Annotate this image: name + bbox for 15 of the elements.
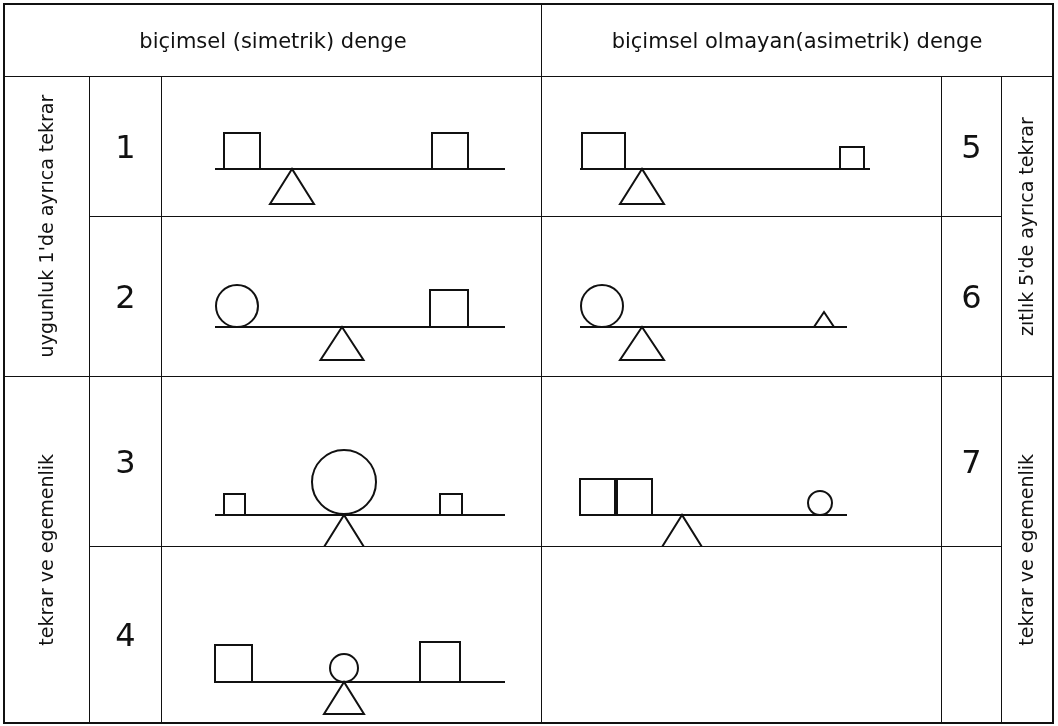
row-number: 3 bbox=[115, 442, 136, 481]
row-number: 4 bbox=[115, 615, 136, 654]
row-group-label: tekrar ve egemenlik bbox=[37, 453, 57, 646]
row-number: 2 bbox=[115, 277, 136, 316]
row-group-label: tekrar ve egemenlik bbox=[1017, 453, 1037, 646]
row-group-label: 1'de ayrıca tekrar bbox=[37, 95, 57, 264]
row-number: 5 bbox=[961, 127, 982, 166]
row-group-label: zıtlık bbox=[1017, 291, 1037, 336]
row-number: 6 bbox=[961, 277, 982, 316]
row-number: 7 bbox=[961, 442, 982, 481]
row-group-label: uygunluk bbox=[37, 269, 57, 358]
row-group-label: 5'de ayrıca tekrar bbox=[1017, 117, 1037, 286]
row-number: 1 bbox=[115, 127, 136, 166]
column-heading: biçimsel (simetrik) denge bbox=[139, 28, 407, 53]
column-heading: biçimsel olmayan(asimetrik) denge bbox=[611, 28, 983, 53]
